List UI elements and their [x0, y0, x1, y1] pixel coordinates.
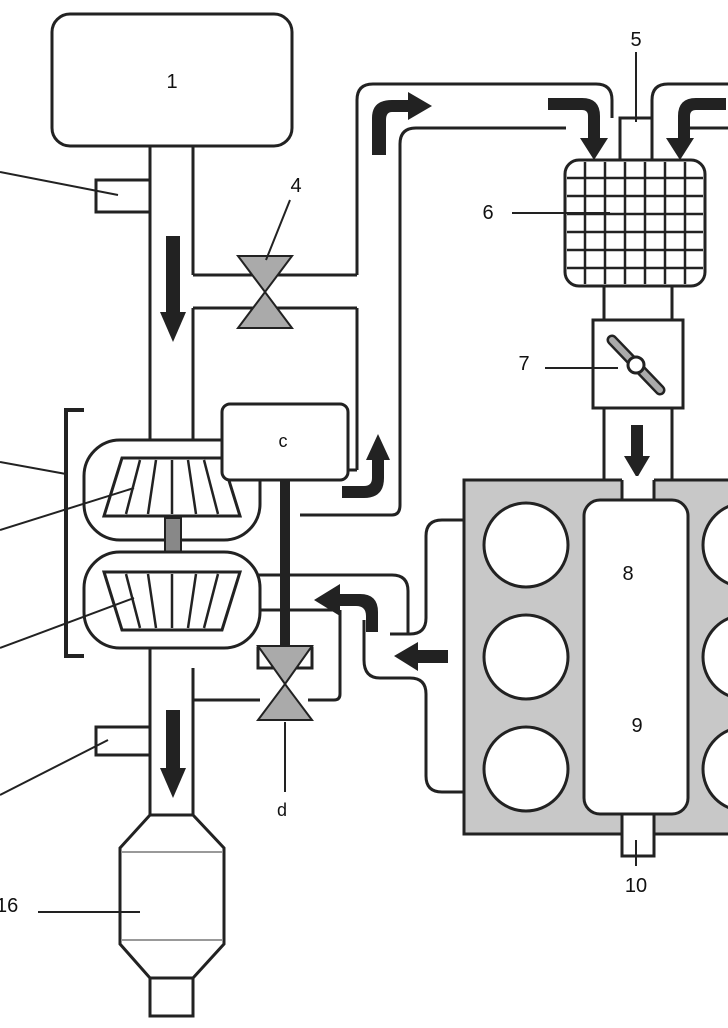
flow-arrow-engine-out [394, 642, 448, 671]
actuator-rod [280, 480, 290, 648]
component-1-box [50, 12, 294, 148]
component-10-port [620, 812, 656, 858]
label-8: 8 [622, 563, 633, 585]
label-1: 1 [166, 71, 177, 93]
label-d: d [277, 800, 287, 820]
throttle-body-7 [591, 318, 685, 410]
leader-turbine [0, 597, 135, 649]
exhaust-manifold [258, 518, 464, 794]
flow-arrow-down-upper [160, 236, 186, 342]
charge-air-pipe [300, 82, 728, 517]
leader-lower-port [0, 739, 109, 796]
side-port-upper [94, 178, 152, 214]
wastegate-valve-d [193, 645, 314, 721]
catalytic-converter [118, 813, 226, 1018]
flow-arrow-top-mid [548, 98, 608, 160]
leader-compressor [0, 487, 135, 531]
throttle-feed-pipe [602, 286, 674, 480]
compressor-housing [82, 438, 262, 542]
intercooler-6 [563, 158, 707, 288]
flow-arrow-compressor-out [342, 434, 390, 498]
side-port-lower [94, 725, 152, 757]
flow-arrow-into-engine [624, 425, 650, 478]
turbo-bracket [64, 408, 84, 658]
label-7: 7 [518, 353, 529, 375]
label-6: 6 [482, 202, 493, 224]
turbine-housing [82, 550, 262, 650]
label-c: c [279, 431, 288, 451]
flow-arrow-down-lower [160, 710, 186, 798]
label-9: 9 [631, 715, 642, 737]
valve-4 [193, 255, 357, 329]
engine-block [462, 476, 728, 836]
leader-bracket [0, 461, 67, 475]
leader-upper-port [0, 171, 119, 196]
label-4: 4 [290, 175, 301, 197]
component-5-sensor [618, 116, 654, 162]
label-16: 16 [0, 895, 18, 917]
label-5: 5 [630, 29, 641, 51]
flow-arrow-top-right [666, 98, 726, 160]
label-10: 10 [625, 875, 647, 897]
flow-arrow-into-turbine [314, 584, 378, 632]
flow-arrow-top-left [372, 92, 432, 155]
leader-4 [265, 199, 291, 261]
